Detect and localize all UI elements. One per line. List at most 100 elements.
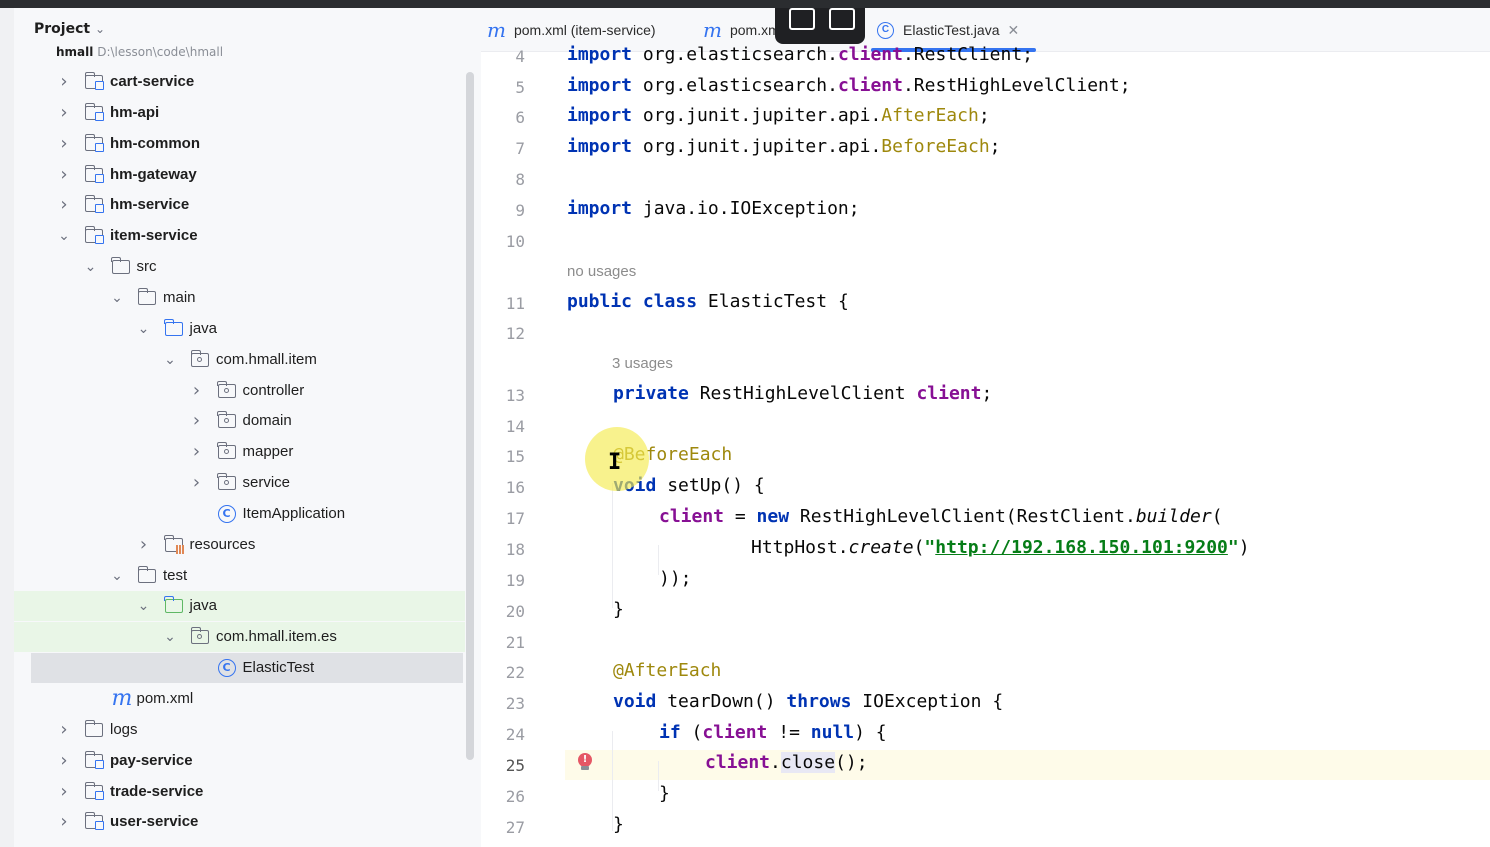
chevron-down-icon[interactable]: ⌄ (137, 320, 150, 337)
code-line-11[interactable]: public class ElasticTest { (567, 291, 849, 312)
line-number: 12 (505, 324, 525, 343)
line-number: 22 (505, 663, 525, 682)
tree-item-label: test (163, 566, 188, 584)
chevron-right-icon[interactable]: › (60, 132, 68, 154)
line-number: 16 (505, 478, 525, 497)
tree-item[interactable]: ›hm-api (0, 98, 465, 128)
chevron-right-icon[interactable]: › (60, 71, 68, 92)
tree-item[interactable]: ⌄src (0, 252, 465, 282)
tree-item[interactable]: ›hm-common (0, 129, 465, 159)
code-line-27[interactable]: } (613, 814, 624, 835)
code-line-17[interactable]: client = new RestHighLevelClient(RestCli… (659, 506, 1223, 527)
resources-folder-icon (164, 534, 185, 554)
tree-item[interactable]: ›domain (0, 406, 465, 436)
tree-item[interactable]: › trade-service (0, 777, 465, 807)
tab-pom-hmall[interactable]: m pom.xml (hmall) (703, 8, 775, 52)
package-icon (217, 442, 236, 460)
chevron-down-icon[interactable]: ⌄ (164, 351, 176, 368)
close-icon[interactable]: ✕ (1007, 21, 1020, 38)
code-line-4[interactable]: import org.elasticsearch.client.RestClie… (567, 44, 1034, 65)
code-line-5[interactable]: import org.elasticsearch.client.RestHigh… (567, 75, 1131, 96)
chevron-down-icon[interactable]: ⌄ (164, 629, 176, 646)
chevron-right-icon[interactable]: › (192, 379, 201, 401)
source-folder-icon (164, 318, 183, 336)
spring-class-icon: C (217, 504, 236, 523)
chevron-right-icon[interactable]: › (139, 533, 148, 555)
tree-item[interactable]: › service (0, 468, 465, 498)
chevron-right-icon[interactable]: › (60, 780, 68, 802)
code-line-23[interactable]: void tearDown() throws IOException { (613, 691, 1004, 712)
chevron-right-icon[interactable]: › (192, 410, 201, 432)
tree-item[interactable]: ⌄com.hmall.item.es (0, 622, 465, 653)
tree-item[interactable]: ⌄item-service (0, 221, 465, 251)
chevron-right-icon[interactable]: › (60, 194, 68, 216)
window-top-bar (0, 0, 1490, 8)
minimize-view-icon[interactable] (789, 8, 815, 30)
tree-item-label: ElasticTest (242, 659, 315, 677)
chevron-right-icon[interactable]: › (60, 811, 68, 833)
tree-item[interactable]: ›mapper (0, 437, 465, 467)
chevron-right-icon[interactable]: › (60, 163, 68, 185)
error-bulb-icon[interactable]: ! (577, 753, 593, 773)
code-line-19[interactable]: )); (659, 568, 692, 589)
code-line-7[interactable]: import org.junit.jupiter.api.BeforeEach; (567, 136, 1001, 157)
tree-item[interactable]: ⌄java (0, 314, 465, 344)
tree-item[interactable]: ›hm-gateway (0, 160, 465, 190)
code-line-13[interactable]: private RestHighLevelClient client; (613, 383, 993, 404)
chevron-down-icon[interactable]: ⌄ (58, 228, 70, 245)
usage-hint-class[interactable]: no usages (567, 263, 637, 280)
code-line-18[interactable]: HttpHost.create("http://192.168.150.101:… (751, 537, 1250, 558)
chevron-down-icon[interactable]: ⌄ (95, 22, 106, 36)
screen-overlay-controls (775, 8, 865, 44)
tree-item[interactable]: ›cart-service (0, 67, 465, 97)
chevron-right-icon[interactable]: › (192, 472, 201, 494)
tree-item-label: trade-service (110, 782, 204, 800)
code-line-6[interactable]: import org.junit.jupiter.api.AfterEach; (567, 105, 990, 126)
line-number: 23 (505, 694, 525, 713)
line-number: 19 (505, 571, 525, 590)
code-line-26[interactable]: } (659, 783, 670, 804)
code-line-22[interactable]: @AfterEach (613, 660, 722, 681)
line-number: 14 (505, 417, 525, 436)
code-line-9[interactable]: import java.io.IOException; (567, 198, 860, 219)
folder-icon (84, 719, 103, 737)
tab-label: ElasticTest.java (903, 22, 1000, 38)
code-line-24[interactable]: if (client != null) { (659, 722, 887, 743)
chevron-right-icon[interactable]: › (192, 441, 201, 463)
tree-item[interactable]: ›resources (0, 530, 465, 560)
tree-item[interactable]: ›user-service (0, 807, 465, 837)
video-play-icon[interactable] (829, 8, 855, 30)
tree-item[interactable]: ›logs (0, 715, 465, 745)
project-scrollbar[interactable] (466, 72, 474, 760)
tree-item[interactable]: ›hm-service (0, 190, 465, 220)
line-number-gutter (481, 52, 565, 847)
line-number: 18 (505, 540, 525, 559)
tree-item[interactable]: ⌄java (0, 591, 465, 622)
code-line-20[interactable]: } (613, 599, 624, 620)
chevron-right-icon[interactable]: › (60, 749, 68, 771)
chevron-right-icon[interactable]: › (60, 101, 68, 123)
usage-hint-field[interactable]: 3 usages (612, 355, 673, 372)
chevron-down-icon[interactable]: ⌄ (137, 598, 150, 615)
chevron-down-icon[interactable]: ⌄ (84, 259, 97, 276)
tree-item[interactable]: ⌄ test (0, 561, 465, 591)
code-line-25[interactable]: client.close(); (705, 752, 868, 773)
chevron-right-icon[interactable]: › (60, 718, 68, 740)
tree-item[interactable]: ⌄main (0, 283, 465, 313)
tree-item-label: service (242, 474, 291, 492)
chevron-down-icon[interactable]: ⌄ (111, 289, 123, 306)
module-folder-icon (84, 195, 104, 214)
chevron-down-icon[interactable]: ⌄ (111, 567, 123, 584)
project-title[interactable]: Project (34, 21, 91, 37)
tab-elastic-test[interactable]: C ElasticTest.java ✕ (877, 8, 1019, 52)
module-folder-icon (84, 781, 104, 800)
tree-item[interactable]: ›pay-service (0, 746, 465, 776)
tree-item[interactable]: ›controller (0, 376, 465, 406)
tab-pom-item-service[interactable]: m pom.xml (item-service) (487, 8, 656, 52)
module-folder-icon (84, 164, 104, 183)
tree-root[interactable]: hmall D:\lesson\code\hmall (56, 45, 223, 59)
tree-item[interactable]: ⌄com.hmall.item (0, 345, 465, 375)
